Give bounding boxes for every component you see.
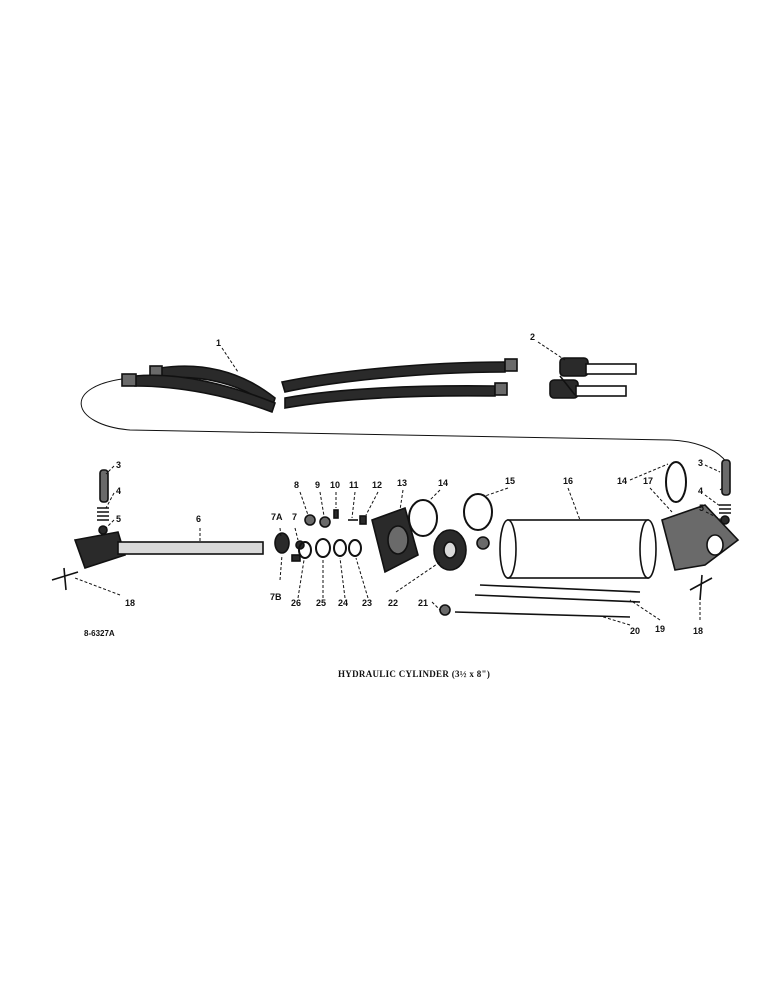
callout-9: 9	[315, 480, 320, 490]
left-end-assembly	[51, 469, 264, 591]
callout-10: 10	[330, 480, 340, 490]
callout-7b: 7B	[270, 592, 282, 602]
ring-part-24	[333, 539, 347, 557]
hose-assembly-part-1	[80, 358, 731, 491]
figure-caption: HYDRAULIC CYLINDER (3½ x 8")	[338, 669, 490, 679]
end-cap-bore	[706, 534, 724, 556]
callout-1: 1	[216, 338, 221, 348]
pin-part-12	[359, 515, 367, 525]
callout-4-right: 4	[698, 486, 703, 496]
hose-left-lower	[134, 374, 276, 414]
callout-22: 22	[388, 598, 398, 608]
stop-part-7a	[274, 532, 290, 554]
spring-part-4-right	[719, 504, 731, 514]
stop-part-7b	[291, 554, 301, 562]
end-cap-part-17	[661, 504, 740, 571]
tie-rod-part-19a	[479, 584, 641, 593]
callout-15: 15	[505, 476, 515, 486]
spring-part-4-left	[97, 507, 109, 521]
valve-handle-part-18-right	[689, 574, 713, 601]
o-ring-part-14-right	[665, 461, 687, 503]
nut-part-21	[439, 604, 451, 616]
callout-11: 11	[349, 480, 359, 490]
piston-part-22	[433, 529, 467, 571]
callout-21: 21	[418, 598, 428, 608]
ball-part-5-right	[720, 515, 730, 525]
callout-14-left: 14	[438, 478, 448, 488]
callout-3-right: 3	[698, 458, 703, 468]
hose-fitting-left-lower	[121, 373, 137, 387]
callout-24: 24	[338, 598, 348, 608]
callout-13: 13	[397, 478, 407, 488]
callout-6: 6	[196, 514, 201, 524]
nut-part-22b	[476, 536, 490, 550]
hose-fitting-right-upper	[504, 358, 518, 372]
washer-part-8	[304, 514, 316, 526]
hose-right-upper	[280, 361, 506, 393]
callout-18-left: 18	[125, 598, 135, 608]
pin-part-10	[333, 509, 339, 519]
callout-7a: 7A	[271, 512, 283, 522]
callout-19: 19	[655, 624, 665, 634]
callout-23: 23	[362, 598, 372, 608]
callout-12: 12	[372, 480, 382, 490]
callout-7: 7	[292, 512, 297, 522]
callout-2: 2	[530, 332, 535, 342]
washer-part-9	[319, 516, 331, 528]
leader-lines	[74, 341, 723, 626]
callout-labels: 1 2 3 4 5 6 18 7A 7 7B 8 9 10 11 12 13 1…	[116, 332, 704, 636]
figure-code: 8-6327A	[84, 629, 115, 638]
o-ring-part-14-left	[408, 499, 438, 537]
callout-14-right: 14	[617, 476, 627, 486]
callout-25: 25	[316, 598, 326, 608]
tie-rods	[439, 584, 641, 618]
ring-part-23	[348, 539, 362, 557]
pin-part-3-right	[721, 459, 731, 496]
tie-rod-part-19b	[474, 594, 641, 603]
valve-bracket-part-2	[549, 357, 637, 399]
callout-4-left: 4	[116, 486, 121, 496]
hose-right-lower	[284, 385, 496, 409]
callout-17: 17	[643, 476, 653, 486]
hose-fitting-right-lower	[494, 382, 508, 396]
callout-18-right: 18	[693, 626, 703, 636]
callout-8: 8	[294, 480, 299, 490]
o-ring-part-15	[463, 493, 493, 531]
right-end-assembly	[661, 459, 740, 601]
ring-part-26	[298, 541, 312, 559]
piston-rod-part-6	[117, 541, 264, 555]
callout-20: 20	[630, 626, 640, 636]
gland-head-part-13	[371, 506, 419, 574]
tie-rod-part-20	[454, 611, 631, 618]
callout-5-left: 5	[116, 514, 121, 524]
end-cap-left	[73, 531, 126, 570]
cylinder-tube-part-16	[499, 519, 657, 579]
callout-5-right: 5	[699, 503, 704, 513]
pin-part-3-left	[99, 469, 109, 503]
valve-handle-part-18-left	[51, 567, 79, 591]
callout-16: 16	[563, 476, 573, 486]
callout-26: 26	[291, 598, 301, 608]
callout-3-left: 3	[116, 460, 121, 470]
seal-stack	[274, 509, 367, 562]
ball-part-5-left	[98, 525, 108, 535]
ring-part-25	[315, 538, 331, 558]
